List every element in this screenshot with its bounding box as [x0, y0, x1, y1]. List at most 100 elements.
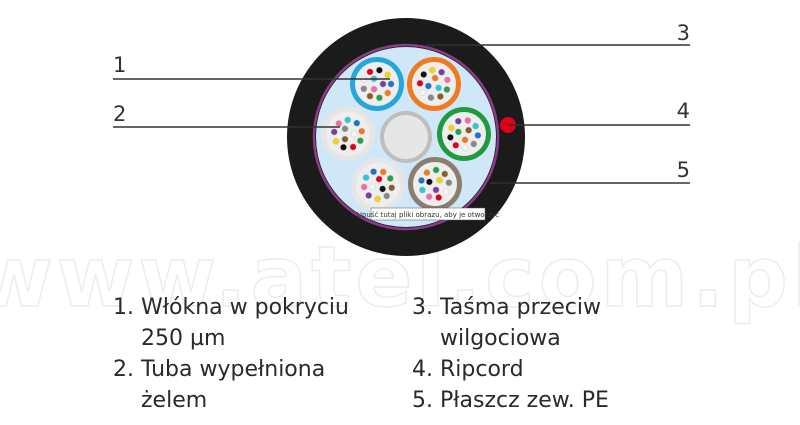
fiber [375, 66, 383, 74]
fiber [441, 170, 449, 178]
fiber [353, 119, 361, 127]
legend-item-1-line-1: Włókna w pokryciu [141, 295, 349, 320]
fiber [366, 92, 374, 100]
fiber [443, 86, 451, 93]
fiber [379, 80, 387, 88]
fiber [388, 184, 396, 192]
tube-brown [408, 157, 462, 211]
fiber [474, 131, 482, 139]
callout-number-4: 4 [677, 99, 690, 123]
fiber [443, 76, 451, 84]
tube-white-lower [351, 158, 405, 212]
fiber [425, 193, 433, 201]
fiber [332, 137, 340, 145]
fiber [419, 88, 427, 96]
fiber [344, 116, 352, 124]
fiber [436, 93, 444, 100]
fiber [470, 140, 478, 148]
fiber [341, 125, 349, 133]
fiber [383, 192, 391, 200]
fiber [370, 85, 378, 93]
fiber [370, 168, 378, 176]
fiber [358, 127, 366, 135]
fiber [435, 84, 443, 92]
fiber [362, 174, 370, 182]
fiber [431, 74, 439, 82]
fiber [425, 178, 433, 186]
fiber [379, 185, 387, 193]
fiber [366, 68, 374, 76]
fiber [387, 80, 395, 88]
callout-number-3: 3 [677, 21, 690, 45]
legend-item-5-line-1: Płaszcz zew. PE [440, 388, 609, 413]
fiber [447, 124, 455, 132]
drop-hint-box [370, 207, 486, 221]
loose-tubes [321, 57, 491, 212]
legend-item-5: 5. Płaszcz zew. PE [412, 385, 609, 416]
fiber [472, 122, 480, 130]
fiber [341, 135, 349, 143]
legend-item-4: 4. Ripcord [412, 354, 609, 385]
legend-item-1-line-2: 250 µm [141, 326, 226, 351]
callout-number-1: 1 [113, 53, 126, 77]
fiber [365, 192, 373, 199]
fiber [445, 179, 453, 187]
fiber [375, 94, 383, 102]
fiber [452, 141, 460, 149]
legend-item-2-number: 2. [113, 357, 134, 382]
fiber [340, 143, 347, 151]
legend-item-4-line-1: Ripcord [440, 357, 524, 382]
fiber [432, 166, 440, 174]
fiber [330, 128, 338, 136]
fiber [435, 194, 443, 201]
legend-item-1-number: 1. [113, 295, 134, 320]
fiber [418, 177, 425, 184]
fiber [428, 66, 436, 74]
fiber [374, 195, 382, 203]
callout-number-2: 2 [113, 102, 126, 126]
fiber [335, 120, 343, 127]
legend-item-3: 3. Taśma przeciw wilgociowa [412, 292, 609, 354]
tube-green [437, 107, 491, 161]
fiber [379, 168, 387, 176]
fiber [360, 85, 368, 93]
callout-number-5: 5 [677, 158, 690, 182]
fiber [356, 137, 364, 145]
fiber [446, 133, 454, 141]
legend-item-2: 2. Tuba wypełniona żelem [113, 354, 349, 416]
legend-item-2-line-2: żelem [141, 388, 208, 413]
fiber [384, 71, 392, 79]
legend-item-4-number: 4. [412, 357, 433, 382]
central-strength-member-core [384, 115, 428, 159]
fiber [432, 186, 440, 194]
water-blocking-tape [312, 43, 500, 231]
fiber [386, 174, 394, 182]
fiber [375, 175, 383, 183]
legend-item-3-line-1: Taśma przeciw [440, 295, 601, 320]
fiber [416, 79, 424, 87]
tube-blue [350, 57, 404, 111]
legend-left-column: 1. Włókna w pokryciu 250 µm 2. Tuba wype… [113, 292, 349, 416]
fiber [461, 144, 469, 152]
fiber [427, 94, 435, 102]
tube-orange [407, 57, 461, 111]
legend-item-3-line-2: wilgociowa [440, 326, 561, 351]
legend-item-3-number: 3. [412, 295, 433, 320]
fiber [461, 136, 469, 144]
fiber [423, 169, 431, 177]
legend-item-1: 1. Włókna w pokryciu 250 µm [113, 292, 349, 354]
fiber [454, 117, 462, 125]
fiber [349, 143, 357, 151]
fiber [464, 117, 472, 124]
fiber [420, 71, 428, 78]
legend-item-2-line-1: Tuba wypełniona [141, 357, 326, 382]
tube-white [321, 107, 375, 161]
fiber [384, 89, 392, 97]
fiber [350, 130, 358, 138]
fiber [368, 183, 376, 191]
drop-hint-text: Upuść tutaj pliki obrazu, aby je otworzy… [357, 211, 499, 219]
legend-right-column: 3. Taśma przeciw wilgociowa 4. Ripcord 5… [412, 292, 609, 416]
fiber [360, 183, 368, 191]
fiber [438, 68, 446, 76]
